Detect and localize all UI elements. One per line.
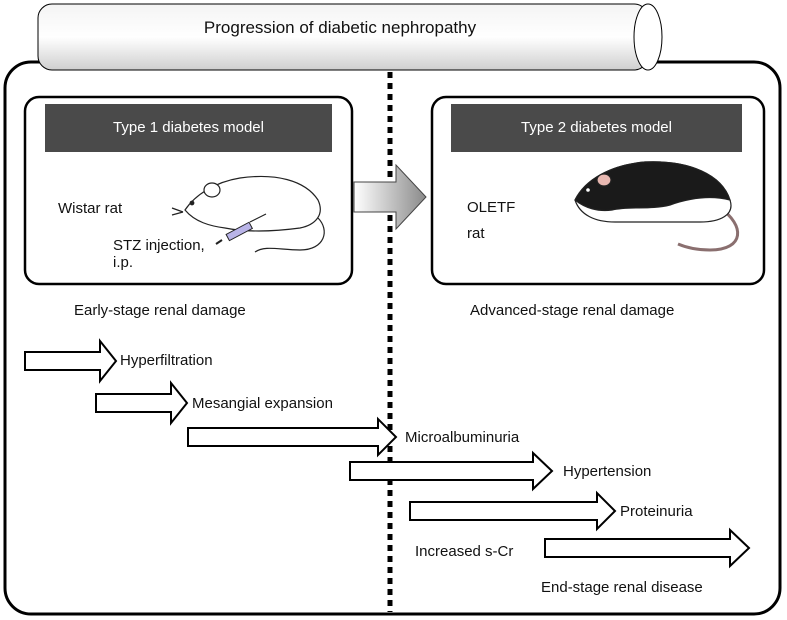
hyperfiltration-label: Hyperfiltration <box>120 352 213 369</box>
end-stage-label: End-stage renal disease <box>541 579 703 596</box>
arrow-mesangial-expansion <box>95 380 189 426</box>
arrow-hypertension <box>349 450 554 492</box>
advanced-stage-label: Advanced-stage renal damage <box>470 302 675 319</box>
early-stage-label: Early-stage renal damage <box>74 302 246 319</box>
stz-injection-label: STZ injection, <box>113 237 205 254</box>
increased-scr-label: Increased s-Cr <box>415 543 514 560</box>
arrow-microalbuminuria <box>187 416 398 458</box>
ip-label: i.p. <box>113 254 134 271</box>
black-hooded-rat-icon <box>574 161 739 252</box>
title-cylinder <box>37 3 663 71</box>
arrow-proteinuria <box>409 490 617 532</box>
wistar-rat-label: Wistar rat <box>58 200 123 217</box>
arrow-end-stage <box>544 527 751 569</box>
type1-model-header: Type 1 diabetes model <box>45 104 332 152</box>
syringe-icon <box>215 213 267 245</box>
oletf-label: OLETF <box>467 199 516 216</box>
hypertension-label: Hypertension <box>563 463 652 480</box>
mesangial-expansion-label: Mesangial expansion <box>192 395 333 412</box>
transition-arrow-icon <box>353 163 427 231</box>
proteinuria-label: Proteinuria <box>620 503 693 520</box>
progression-arrows <box>24 338 751 569</box>
type2-model-header: Type 2 diabetes model <box>451 104 742 152</box>
oletf-rat-label: rat <box>467 225 485 242</box>
white-rat-icon <box>171 175 325 253</box>
diagram-title: Progression of diabetic nephropathy <box>203 18 477 37</box>
microalbuminuria-label: Microalbuminuria <box>405 429 520 446</box>
arrow-hyperfiltration <box>24 338 118 384</box>
